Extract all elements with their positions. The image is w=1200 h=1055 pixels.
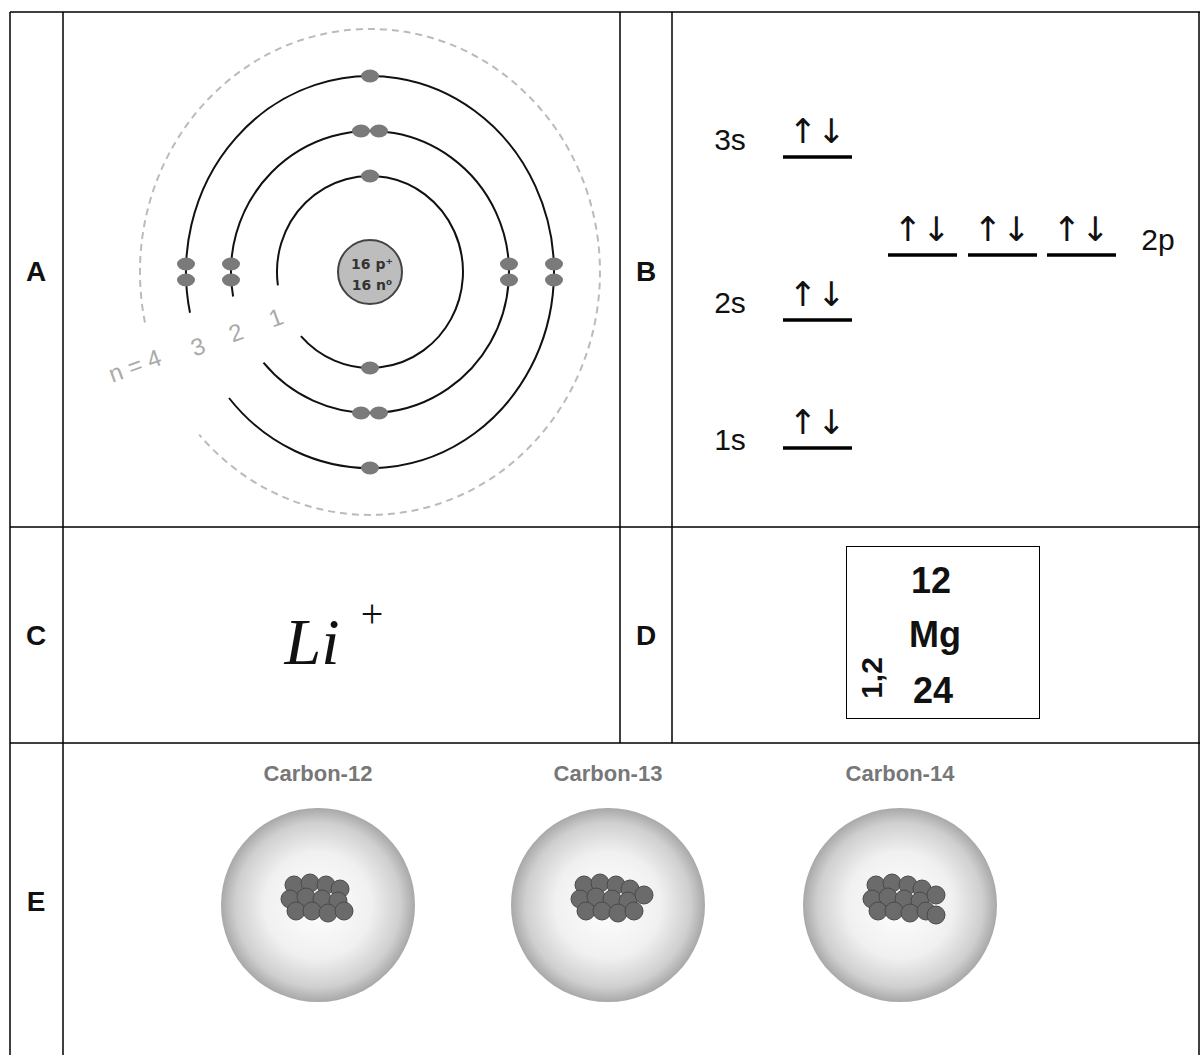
nucleon xyxy=(593,902,611,920)
nucleon xyxy=(303,902,321,920)
electron xyxy=(177,258,195,271)
row-letter: B xyxy=(636,258,656,286)
electron xyxy=(361,170,379,183)
orbital-label: 1s xyxy=(714,425,746,455)
nucleon xyxy=(635,886,653,904)
nucleon xyxy=(927,886,945,904)
electron xyxy=(222,258,240,271)
electron xyxy=(545,258,563,271)
element-tile: 12 1,2 Mg 24 xyxy=(846,546,1040,719)
orbit-dashed xyxy=(140,29,600,515)
orbital-lines xyxy=(783,157,1116,448)
content-cell: Li + xyxy=(63,527,620,743)
nucleon xyxy=(319,904,337,922)
nucleon xyxy=(609,904,627,922)
row-letter: A xyxy=(26,258,46,286)
nucleus: 16 p⁺ 16 n⁰ xyxy=(337,239,403,305)
electron xyxy=(352,125,370,138)
isotope-spheres xyxy=(221,808,997,1002)
electron xyxy=(545,274,563,287)
element-tile-text: Mg xyxy=(909,617,961,653)
row-letter: E xyxy=(27,888,46,916)
ion-charge: + xyxy=(361,594,384,634)
electron-pair-arrows: ↑↓ xyxy=(974,212,1031,246)
bohr-model xyxy=(140,29,600,515)
content-cell: n = 4 321 16 p⁺ 16 n⁰ xyxy=(63,12,620,527)
row-label-cell: E xyxy=(10,743,63,1055)
electron xyxy=(500,274,518,287)
element-tile-text: 12 xyxy=(911,563,951,599)
electron xyxy=(361,462,379,475)
shell-number: 1 xyxy=(266,304,287,331)
electron xyxy=(352,407,370,420)
orbit xyxy=(277,176,463,368)
electron-pair-arrows: ↑↓ xyxy=(894,212,951,246)
shell-number: n = 4 xyxy=(106,345,165,386)
element-tile-text: 24 xyxy=(913,673,953,709)
electron xyxy=(500,258,518,271)
nucleus-label: 16 n⁰ xyxy=(352,278,392,292)
row-label-cell: A xyxy=(10,12,63,527)
electron xyxy=(370,407,388,420)
electron xyxy=(177,274,195,287)
electron-pair-arrows: ↑↓ xyxy=(789,405,846,439)
nucleon xyxy=(869,902,887,920)
row-label-cell: B xyxy=(620,12,672,527)
isotope-name: Carbon-12 xyxy=(264,763,373,785)
row-label-cell: C xyxy=(10,527,63,743)
electron xyxy=(370,125,388,138)
orbital-label: 2s xyxy=(714,288,746,318)
nucleon xyxy=(885,902,903,920)
content-cell: 3s ↑↓ 2s ↑↓ 1s ↑↓ ↑↓ ↑↓ ↑↓ 2p xyxy=(672,12,1200,527)
nucleon xyxy=(927,906,945,924)
electron xyxy=(361,70,379,83)
electron-pair-arrows: ↑↓ xyxy=(1053,212,1110,246)
orbital-label: 3s xyxy=(714,125,746,155)
row-letter: D xyxy=(636,622,656,650)
content-cell: Carbon-12 Carbon-13 Carbon-14 xyxy=(63,743,1200,1055)
nucleus-label: 16 p⁺ xyxy=(351,257,393,271)
ion-symbol: Li xyxy=(284,609,339,675)
row-label-cell: D xyxy=(620,527,672,743)
orbit xyxy=(231,131,509,413)
orbital-label: 2p xyxy=(1141,225,1174,255)
nucleon xyxy=(335,902,353,920)
nucleon xyxy=(901,904,919,922)
electron xyxy=(361,362,379,375)
nucleon xyxy=(577,902,595,920)
orbit xyxy=(186,76,554,468)
valence: 1,2 xyxy=(857,657,887,699)
isotope-name: Carbon-14 xyxy=(846,763,955,785)
electron-pair-arrows: ↑↓ xyxy=(789,277,846,311)
shell-number: 3 xyxy=(188,333,209,360)
table-grid xyxy=(10,12,1200,1055)
row-letter: C xyxy=(26,622,46,650)
electron xyxy=(222,274,240,287)
nucleon xyxy=(287,902,305,920)
electron-pair-arrows: ↑↓ xyxy=(789,114,846,148)
isotope-name: Carbon-13 xyxy=(554,763,663,785)
shell-number: 2 xyxy=(226,319,247,346)
nucleon xyxy=(625,902,643,920)
